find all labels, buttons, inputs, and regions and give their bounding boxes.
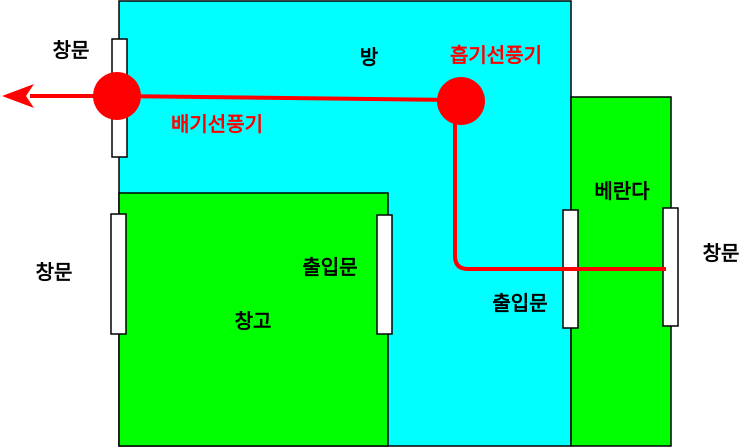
window-top-left-label: 창문 [53, 38, 90, 62]
exhaust-fan-icon [93, 72, 141, 120]
window-mid-left-label: 창문 [36, 260, 73, 284]
intake-fan-label: 흡기선풍기 [450, 43, 542, 67]
door-veranda-label: 출입문 [492, 291, 547, 315]
airflow-path [30, 94, 666, 271]
intake-fan-icon [437, 77, 485, 125]
storage-area [118, 192, 389, 447]
window-right-label: 창문 [703, 241, 740, 265]
airflow-arrow-icon [2, 84, 34, 108]
door-storage-label: 출입문 [302, 255, 357, 279]
door-storage [376, 214, 393, 335]
veranda-area [570, 96, 672, 447]
exhaust-fan-label: 배기선풍기 [171, 112, 263, 136]
room-label: 방 [360, 45, 379, 69]
window-mid-left [110, 213, 127, 335]
veranda-label: 베란다 [594, 179, 650, 203]
storage-label: 창고 [235, 309, 272, 333]
